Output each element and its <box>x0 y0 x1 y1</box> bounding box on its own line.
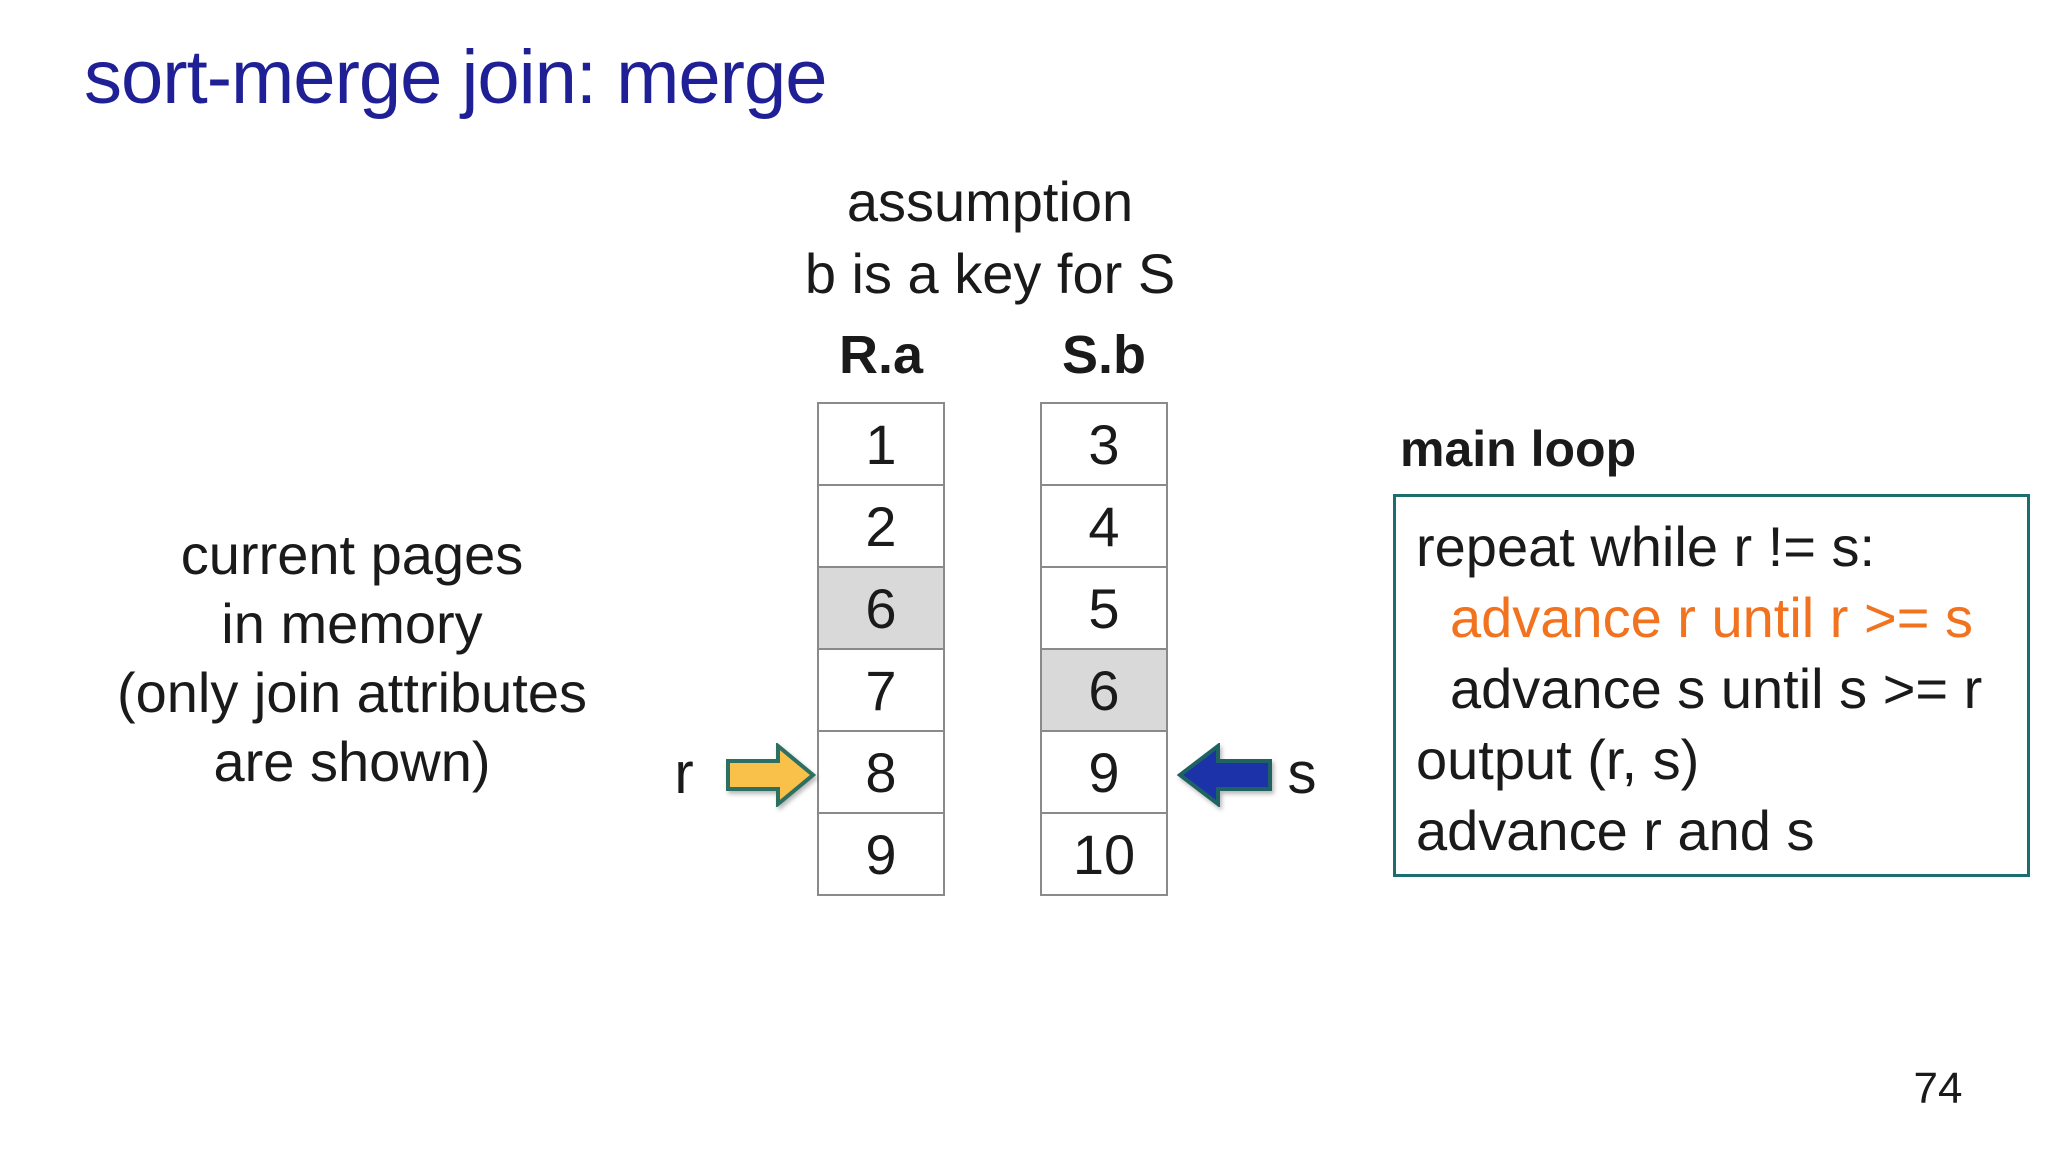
table-cell: 9 <box>817 812 945 896</box>
memory-note-line-2: in memory <box>221 592 483 655</box>
main-loop-box: repeat while r != s: advance r until r >=… <box>1393 494 2030 877</box>
main-loop-heading: main loop <box>1400 421 1637 477</box>
code-line: repeat while r != s: <box>1416 515 1876 578</box>
table-cell: 4 <box>1040 484 1168 568</box>
assumption-line-1: assumption <box>846 170 1134 233</box>
table-cell: 7 <box>817 648 945 732</box>
page-number: 74 <box>1913 1064 1963 1113</box>
s-pointer-label: s <box>1287 741 1317 806</box>
column-header-sb: S.b <box>1061 325 1146 385</box>
memory-note-line-3: (only join attributes <box>116 661 587 724</box>
table-cell: 6 <box>1040 648 1168 732</box>
r-pointer-label: r <box>674 741 694 806</box>
slide-title: sort-merge join: merge <box>84 35 827 120</box>
table-cell: 2 <box>817 484 945 568</box>
code-line: output (r, s) <box>1416 728 1700 791</box>
assumption-note: assumption b is a key for S <box>690 166 1290 310</box>
table-cell: 3 <box>1040 402 1168 486</box>
memory-note: current pages in memory (only join attri… <box>92 520 612 796</box>
column-header-ra: R.a <box>838 325 924 385</box>
assumption-line-2: b is a key for S <box>804 242 1176 305</box>
code-line: advance s until s >= r <box>1450 657 1983 720</box>
r-arrow-icon <box>726 743 816 807</box>
code-line: advance r and s <box>1416 799 1815 862</box>
table-cell: 9 <box>1040 730 1168 814</box>
code-line: advance r until r >= s <box>1450 586 1973 649</box>
table-cell: 10 <box>1040 812 1168 896</box>
table-cell: 6 <box>817 566 945 650</box>
memory-note-line-4: are shown) <box>213 730 491 793</box>
memory-note-line-1: current pages <box>180 523 524 586</box>
table-cell: 5 <box>1040 566 1168 650</box>
table-cell: 1 <box>817 402 945 486</box>
table-cell: 8 <box>817 730 945 814</box>
s-arrow-icon <box>1176 743 1272 807</box>
